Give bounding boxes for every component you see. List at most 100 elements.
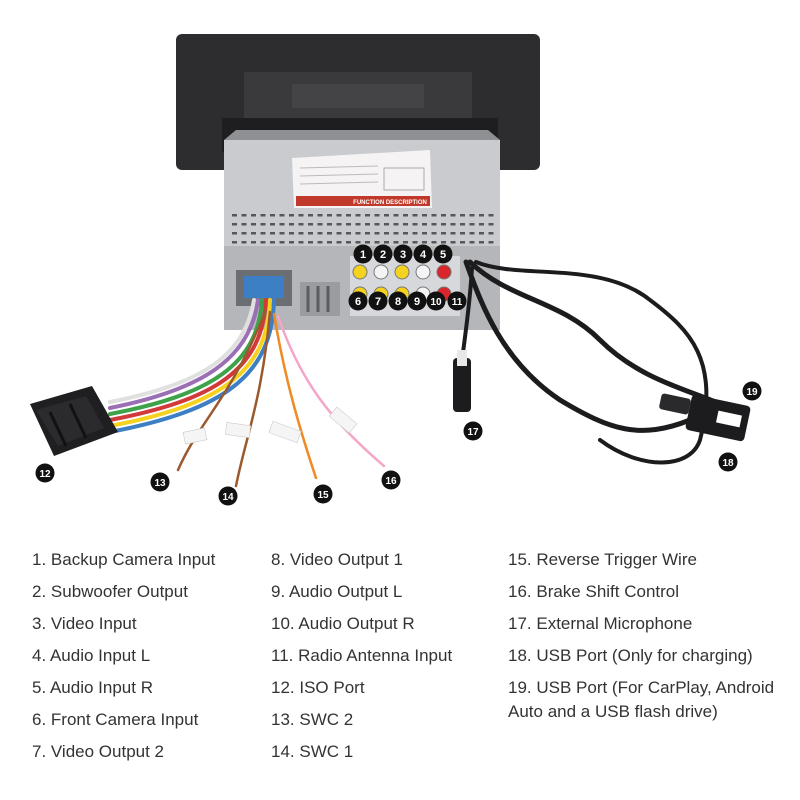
badge-number: 1: [360, 249, 366, 261]
badge-number: 9: [414, 296, 420, 308]
legend-item: 19. USB Port (For CarPlay, Android Auto …: [508, 678, 775, 721]
vent-slot: [308, 232, 313, 235]
badge-number: 17: [467, 427, 479, 438]
iso-socket: [236, 270, 340, 316]
legend-item: 11. Radio Antenna Input: [271, 646, 453, 665]
vent-slot: [450, 241, 456, 244]
badge-circle: [447, 291, 467, 311]
legend-item: 17. External Microphone: [508, 614, 693, 633]
vent-slot: [251, 241, 256, 244]
vent-slot: [241, 214, 247, 217]
vent-slot: [488, 241, 494, 244]
badge-number: 11: [452, 297, 463, 308]
vent-slot: [469, 232, 475, 235]
vent-slot: [469, 241, 475, 244]
vent-slot: [270, 241, 275, 244]
legend-item: 12. ISO Port: [271, 678, 365, 697]
vent-slot: [308, 241, 313, 244]
badge-circle: [407, 291, 427, 311]
product-diagram: FUNCTION DESCRIPTION: [30, 34, 762, 506]
badge-circle: [463, 421, 483, 441]
badge-circle: [35, 463, 55, 483]
legend-item: 4. Audio Input L: [32, 646, 151, 665]
vent-slot: [317, 223, 323, 226]
vent-slot: [412, 214, 418, 217]
badge-circle: [353, 244, 373, 264]
vent-slot: [393, 214, 399, 217]
iso-connector: [30, 386, 118, 456]
badge-number: 14: [222, 492, 234, 503]
vent-slot: [355, 241, 361, 244]
legend-item: 14. SWC 1: [271, 742, 354, 761]
vent-slot: [374, 232, 380, 235]
function-description-sticker: FUNCTION DESCRIPTION: [292, 150, 432, 208]
vent-slot: [393, 223, 399, 226]
legend-item: 15. Reverse Trigger Wire: [508, 550, 697, 569]
vent-slot: [298, 223, 304, 226]
badge-circle: [313, 484, 333, 504]
badge-number: 10: [430, 297, 442, 308]
vent-slot: [384, 232, 389, 235]
vent-slot: [336, 232, 342, 235]
vent-slot: [327, 241, 332, 244]
badge-circle: [150, 472, 170, 492]
vent-slot: [460, 214, 465, 217]
badge-circle: [388, 291, 408, 311]
vent-slot: [279, 223, 285, 226]
wiring-harness: [108, 298, 386, 488]
vent-slot: [327, 223, 332, 226]
vent-slot: [384, 241, 389, 244]
vent-slot: [308, 214, 313, 217]
vent-slot: [460, 223, 465, 226]
vent-slot: [365, 223, 370, 226]
badge-circle: [433, 244, 453, 264]
vent-slot: [317, 214, 323, 217]
vent-slot: [422, 241, 427, 244]
vent-slot: [346, 214, 351, 217]
legend-item: 1. Backup Camera Input: [32, 550, 216, 569]
vent-slot: [450, 223, 456, 226]
vent-slot: [374, 241, 380, 244]
legend-item: 10. Audio Output R: [271, 614, 415, 633]
vent-slot: [270, 214, 275, 217]
vent-slot: [232, 241, 237, 244]
badge-circle: [348, 291, 368, 311]
vent-slot: [270, 223, 275, 226]
legend-item: 13. SWC 2: [271, 710, 354, 729]
vent-slot: [298, 214, 304, 217]
vent-slot: [460, 232, 465, 235]
vent-slot: [450, 232, 456, 235]
legend-item: 18. USB Port (Only for charging): [508, 646, 753, 665]
legend-item: 6. Front Camera Input: [32, 710, 199, 729]
vent-slot: [308, 223, 313, 226]
legend-item: 2. Subwoofer Output: [32, 582, 188, 601]
badge-circle: [218, 486, 238, 506]
vent-slot: [298, 241, 304, 244]
vent-slot: [479, 232, 484, 235]
vent-slot: [365, 232, 370, 235]
vent-slot: [336, 241, 342, 244]
vent-slot: [393, 241, 399, 244]
vent-slot: [441, 232, 446, 235]
badge-number: 16: [385, 476, 397, 487]
vent-slot: [289, 214, 294, 217]
vent-slot: [241, 241, 247, 244]
vent-slot: [241, 223, 247, 226]
rca-jack: [436, 264, 452, 280]
badge-number: 7: [375, 296, 381, 308]
vent-slot: [422, 232, 427, 235]
microphone-jack: [453, 350, 471, 412]
rca-jack: [373, 264, 389, 280]
badge-circle: [381, 470, 401, 490]
vent-slot: [365, 241, 370, 244]
vent-slot: [374, 214, 380, 217]
vent-slot: [412, 232, 418, 235]
badge-number: 15: [317, 490, 329, 501]
badge-circle: [413, 244, 433, 264]
vent-slot: [479, 214, 484, 217]
badge-number: 6: [355, 296, 361, 308]
vent-slot: [422, 214, 427, 217]
badge-number: 3: [400, 249, 406, 261]
